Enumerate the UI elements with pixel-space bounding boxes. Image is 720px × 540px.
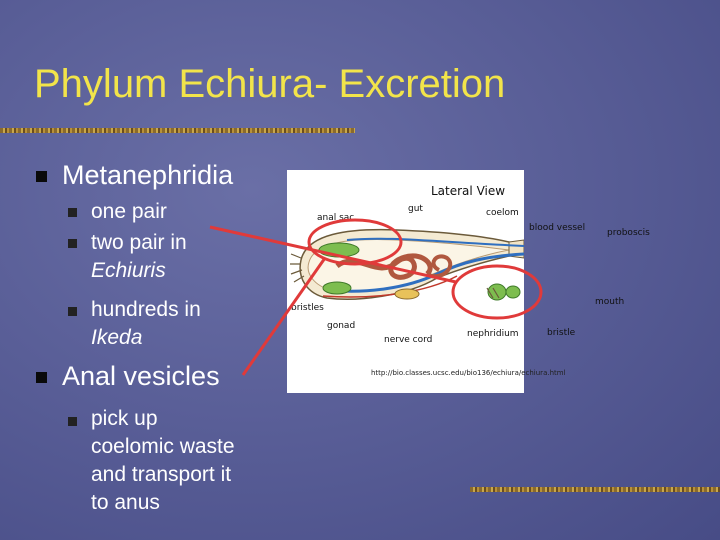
label-bristle: bristle <box>547 328 576 338</box>
bullet-pick-up-line1: pick up <box>91 407 158 430</box>
label-mouth: mouth <box>595 297 625 307</box>
label-bristles: bristles <box>291 303 324 313</box>
label-proboscis: proboscis <box>607 228 650 238</box>
worm-illustration <box>290 228 524 301</box>
label-nephridium: nephridium <box>467 329 519 339</box>
label-coelom: coelom <box>486 208 519 218</box>
bullet-metanephridia: Metanephridia <box>62 160 234 190</box>
footer-divider <box>470 487 720 492</box>
bullet-echiuris: Echiuris <box>91 259 166 282</box>
slide-title: Phylum Echiura- Excretion <box>34 62 506 106</box>
label-gonad: gonad <box>327 321 356 331</box>
diagram-title: Lateral View <box>431 184 506 198</box>
bullet-square-icon <box>68 307 77 316</box>
source-url: http://bio.classes.ucsc.edu/bio136/echiu… <box>371 369 566 377</box>
bullet-square-icon <box>68 417 77 426</box>
bullet-hundreds: hundreds in <box>91 298 201 321</box>
label-anal-sac: anal sac <box>317 213 355 223</box>
bullet-anal-vesicles: Anal vesicles <box>62 361 220 391</box>
bullet-square-icon <box>36 171 47 182</box>
bullet-pick-up-line3: and transport it <box>91 463 232 486</box>
echiura-lateral-view-diagram: Lateral View anal sac gut coelom blood v… <box>287 170 650 393</box>
label-nerve-cord: nerve cord <box>384 335 433 345</box>
bullet-square-icon <box>68 208 77 217</box>
bullet-pick-up-line2: coelomic waste <box>91 435 235 458</box>
bullet-square-icon <box>36 372 47 383</box>
label-gut: gut <box>408 204 423 214</box>
label-blood-vessel: blood vessel <box>529 223 586 233</box>
bullet-square-icon <box>68 239 77 248</box>
bullet-ikeda: Ikeda <box>91 326 143 349</box>
bullet-pick-up-line4: to anus <box>91 491 160 514</box>
bullet-two-pair: two pair in <box>91 231 187 254</box>
title-divider <box>0 128 355 133</box>
bullet-one-pair: one pair <box>91 200 167 223</box>
